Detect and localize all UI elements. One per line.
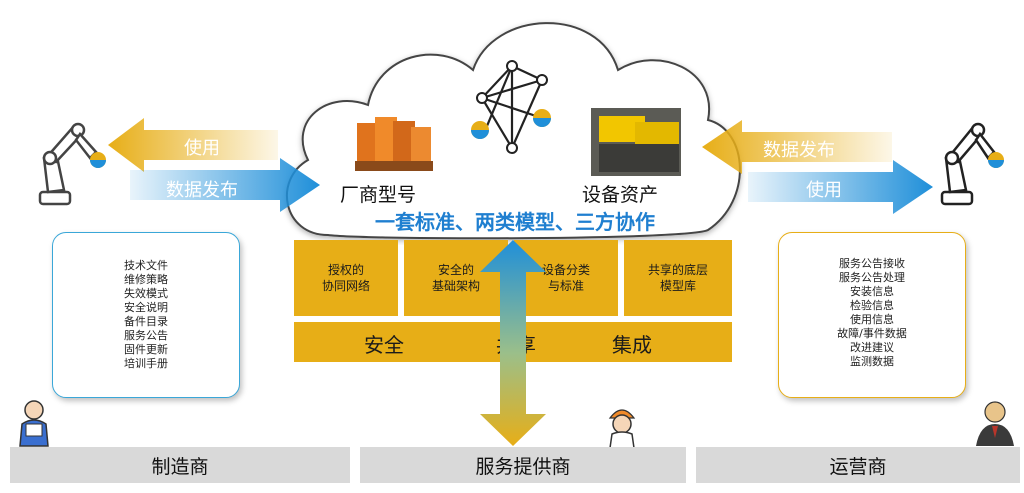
robot-arm-left-icon	[38, 122, 106, 206]
machine-model-image	[355, 113, 433, 175]
slogan: 一套标准、两类模型、三方协作	[375, 210, 655, 234]
role-operator-label: 运营商	[829, 455, 887, 478]
network-icon	[471, 60, 551, 154]
operator-info-box: 服务公告接收 服务公告处理 安装信息 检验信息 使用信息 故障/事件数据 改进建…	[778, 232, 966, 398]
right-use-label: 使用	[806, 180, 842, 201]
equipment-asset-image	[591, 108, 681, 176]
pillar-equipment-classification: 设备分类 与标准	[514, 240, 618, 316]
left-use-arrow	[108, 118, 278, 172]
vertical-double-arrow	[480, 240, 546, 446]
pillar-line1: 设备分类	[541, 263, 590, 277]
pillar-line1: 授权的	[327, 263, 364, 277]
robot-arm-right-icon	[940, 122, 1004, 206]
list-item: 安全说明	[124, 301, 168, 314]
pillar-line2: 模型库	[659, 279, 696, 293]
pillar-line1: 共享的底层	[647, 263, 708, 277]
left-publish-label: 数据发布	[166, 180, 238, 201]
base-integration: 集成	[612, 333, 652, 357]
list-item: 服务公告	[124, 329, 168, 342]
role-manufacturer: 制造商	[10, 447, 350, 483]
list-item: 服务公告接收	[839, 257, 905, 270]
list-item: 检验信息	[850, 299, 894, 312]
left-use-label: 使用	[184, 138, 220, 159]
base-security: 安全	[364, 333, 404, 357]
right-publish-label: 数据发布	[763, 140, 835, 161]
pillar-authorized-network: 授权的 协同网络	[294, 240, 398, 316]
list-item: 备件目录	[124, 315, 168, 328]
list-item: 失效模式	[124, 287, 168, 300]
right-publish-arrow	[702, 120, 892, 174]
list-item: 服务公告处理	[839, 271, 905, 284]
pillar-shared-model-library: 共享的底层 模型库	[624, 240, 732, 316]
right-use-arrow	[748, 160, 933, 214]
model-label: 厂商型号	[340, 184, 417, 206]
list-item: 监测数据	[850, 355, 894, 368]
manufacturer-info-box: 技术文件 维修策略 失效模式 安全说明 备件目录 服务公告 固件更新 培训手册	[52, 232, 240, 398]
list-item: 固件更新	[124, 343, 168, 356]
list-item: 维修策略	[124, 273, 168, 286]
list-item: 安装信息	[850, 285, 894, 298]
role-operator: 运营商	[696, 447, 1020, 483]
pillar-line2: 与标准	[547, 279, 584, 293]
role-service-provider-label: 服务提供商	[475, 455, 571, 478]
list-item: 技术文件	[124, 259, 168, 272]
cloud	[285, 22, 741, 240]
manufacturer-worker-icon	[19, 400, 49, 447]
left-publish-arrow	[130, 158, 320, 212]
service-engineer-icon	[608, 409, 636, 448]
role-service-provider: 服务提供商	[360, 447, 686, 483]
pillar-line1: 安全的	[437, 263, 474, 277]
operator-manager-icon	[976, 401, 1014, 446]
pillar-line2: 基础架构	[431, 279, 480, 293]
list-item: 故障/事件数据	[837, 327, 907, 340]
pillar-secure-infrastructure: 安全的 基础架构	[404, 240, 508, 316]
list-item: 改进建议	[850, 341, 894, 354]
list-item: 使用信息	[850, 313, 894, 326]
asset-label: 设备资产	[582, 184, 659, 206]
list-item: 培训手册	[124, 357, 168, 370]
pillar-line2: 协同网络	[321, 279, 370, 293]
role-manufacturer-label: 制造商	[151, 455, 209, 478]
